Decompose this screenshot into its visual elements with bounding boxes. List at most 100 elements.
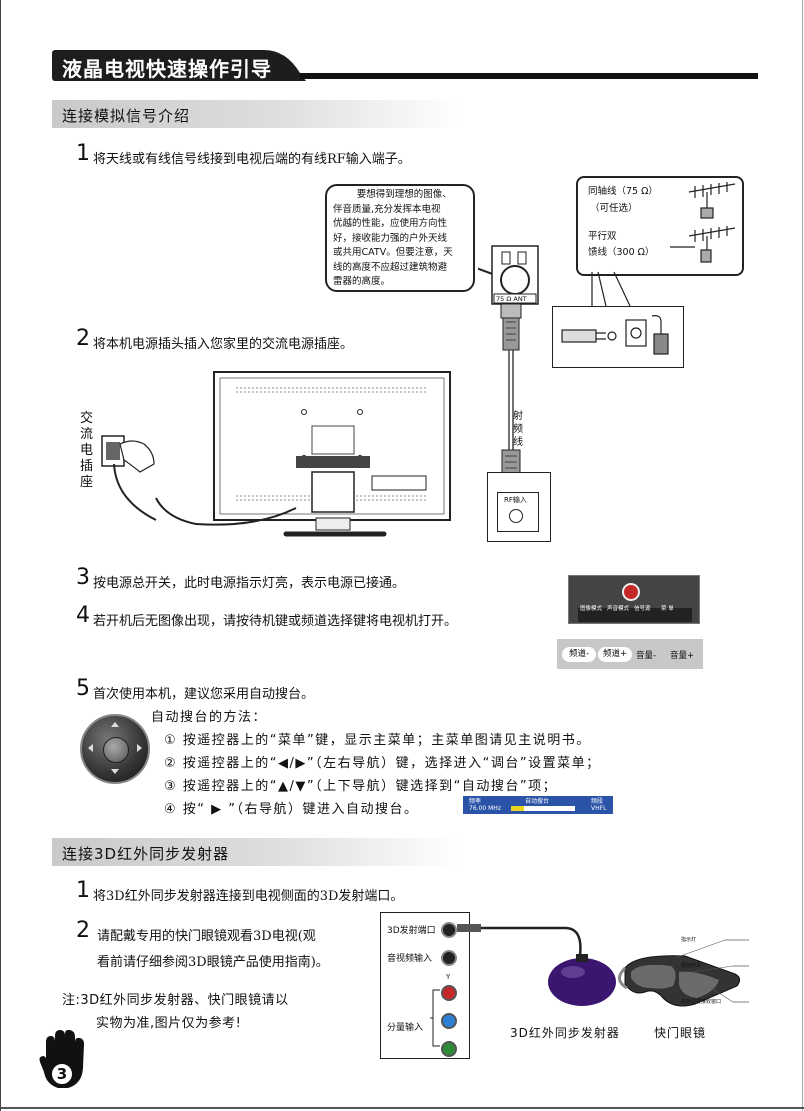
section-title-analog: 连接模拟信号介绍 <box>62 107 191 125</box>
bubble-line: 或共用CATV。但要注意，天 <box>333 247 453 258</box>
step-text: 将本机电源插头插入您家里的交流电源插座。 <box>93 337 354 352</box>
page-frame-left <box>0 0 1 1111</box>
rf-cable-char: 射 <box>513 411 523 422</box>
port-pr-icon <box>441 1041 457 1057</box>
method-title: 自动搜台的方法： <box>151 710 268 725</box>
panel-label: 声音模式 <box>607 606 630 612</box>
page-title: 液晶电视快速操作引导 <box>62 57 272 81</box>
optional-label: （可任选） <box>590 203 638 214</box>
step-text: 看前请仔细参阅3D眼镜产品使用指南)。 <box>97 955 329 970</box>
osd-frequency-value: 76.00 MHz <box>469 805 501 812</box>
note-text: 实物为准,图片仅为参考! <box>96 1016 242 1031</box>
component-bracket <box>430 989 440 1047</box>
rf-cable-char: 线 <box>513 437 523 448</box>
ir-emitter-icon <box>548 954 616 1006</box>
port-3d-label: 3D发射端口 <box>387 926 436 936</box>
emitter-cable <box>457 924 582 956</box>
antenna-tip-bubble: 要想得到理想的图像、 伴音质量,充分发挥本电视 优越的性能，应使用方向性 好，接… <box>325 184 475 292</box>
bubble-line: 伴音质量,充分发挥本电视 <box>333 203 441 215</box>
panel-label: 菜 单 <box>661 606 674 612</box>
volume-up-button[interactable]: 音量+ <box>670 651 695 661</box>
step-text: 按电源总开关，此时电源指示灯亮，表示电源已接通。 <box>93 576 406 591</box>
osd-band-header: 频段 <box>591 798 604 805</box>
step-number: 2 <box>76 326 90 351</box>
osd-progress-fill <box>511 806 524 811</box>
connector-icons <box>561 271 669 355</box>
antenna-icons <box>670 182 736 263</box>
bubble-line: 优越的性能，应使用方向性 <box>333 218 448 229</box>
section-header-analog <box>52 100 460 128</box>
power-button[interactable] <box>622 583 640 601</box>
title-banner <box>52 50 264 81</box>
port-component-label: 分量输入 <box>387 1023 424 1033</box>
port-y-icon <box>441 985 457 1001</box>
rf-input-label: RF输入 <box>504 496 527 504</box>
step-text: 将天线或有线信号线接到电视后端的有线RF输入端子。 <box>93 152 411 167</box>
port-y-label: Y <box>446 973 451 981</box>
emitter-label: 3D红外同步发射器 <box>510 1026 620 1040</box>
volume-down-button[interactable]: 音量- <box>636 651 657 661</box>
shutter-glasses-icon <box>618 939 749 1007</box>
step-text: 若开机后无图像出现，请按待机键或频道选择键将电视机打开。 <box>93 614 458 629</box>
panel-label: 信号源 <box>634 606 651 612</box>
dpad-arrows-icon <box>88 722 142 774</box>
ac-socket-char: 座 <box>80 475 94 490</box>
step-number: 5 <box>76 676 90 701</box>
method-step: ① 按遥控器上的“菜单”键，显示主菜单；主菜单图请见主说明书。 <box>164 733 591 748</box>
antenna-options-box <box>576 176 744 276</box>
ac-socket-char: 交 <box>80 411 94 426</box>
ant-label: 75 Ω ANT <box>496 295 527 303</box>
ac-plug-hand-icon <box>101 435 157 521</box>
panel-button-strip <box>578 608 692 622</box>
tv-back-illustration <box>155 371 451 537</box>
bubble-line: 要想得到理想的图像、 <box>356 189 452 200</box>
port-pb-icon <box>441 1013 457 1029</box>
page-frame-right <box>802 0 803 1111</box>
coax-label: 同轴线（75 Ω） <box>588 186 658 197</box>
dpad-center-icon <box>103 737 129 763</box>
title-banner-slope <box>250 50 306 81</box>
bubble-line: 好，接收能力强的户外天线 <box>333 232 448 244</box>
page-number-hand-icon <box>39 1030 84 1088</box>
channel-down-button[interactable]: 频道- <box>562 647 596 662</box>
glasses-callout: 振动开关 <box>681 963 702 969</box>
step-number: 4 <box>76 603 90 628</box>
method-step: ④ 按“ ▶ ”（右导航）键进入自动搜台。 <box>164 802 419 817</box>
channel-up-button[interactable]: 频道+ <box>598 647 632 662</box>
step-text: 首次使用本机，建议您采用自动搜台。 <box>93 687 315 702</box>
bubble-line: 线的高度不应超过建筑物避 <box>333 261 448 273</box>
osd-frequency-header: 频率 <box>469 798 482 805</box>
note-text: 注:3D红外同步发射器、快门眼镜请以 <box>62 993 289 1008</box>
osd-search-header: 自动搜台 <box>525 798 550 805</box>
method-step: ③ 按遥控器上的“▲/▼”（上下导航）键选择到“自动搜台”项； <box>164 779 558 794</box>
step-number: 1 <box>76 141 90 166</box>
osd-band-value: VHFL <box>591 805 607 812</box>
glasses-callout: 红外信号接收窗口 <box>681 999 722 1005</box>
ac-socket-char: 插 <box>80 459 94 474</box>
rf-cable <box>500 303 522 479</box>
glasses-label: 快门眼镜 <box>654 1026 707 1040</box>
step-number: 1 <box>76 878 90 903</box>
step-number: 3 <box>76 565 90 590</box>
section-header-3d <box>52 838 460 866</box>
page-number: 3 <box>56 1065 68 1083</box>
rf-port-icon <box>509 509 523 523</box>
port-av-icon <box>441 950 457 966</box>
bubble-line: 雷器的高度。 <box>333 276 391 287</box>
parallel-label: 平行双 <box>588 231 617 242</box>
port-av-label: 音视频输入 <box>387 954 433 964</box>
method-step: ② 按遥控器上的“◀/▶”（左右导航）键，选择进入“调台”设置菜单； <box>164 756 601 771</box>
ac-socket-char: 电 <box>80 443 94 458</box>
osd-progress-track <box>511 806 575 811</box>
step-number: 2 <box>76 918 90 943</box>
rf-input-frame <box>497 492 539 532</box>
port-3d-icon <box>441 922 457 938</box>
ac-socket-char: 流 <box>80 427 94 442</box>
panel-label: 图像模式 <box>580 606 603 612</box>
rf-cable-char: 频 <box>513 424 523 435</box>
auto-search-osd: 频率 自动搜台 频段 76.00 MHz VHFL <box>463 796 613 814</box>
glasses-callout: 指示灯 <box>681 937 697 943</box>
side-port-panel <box>380 912 470 1059</box>
feeder-label: 馈线（300 Ω） <box>588 247 655 258</box>
step-text: 请配戴专用的快门眼镜观看3D电视(观 <box>97 929 316 944</box>
